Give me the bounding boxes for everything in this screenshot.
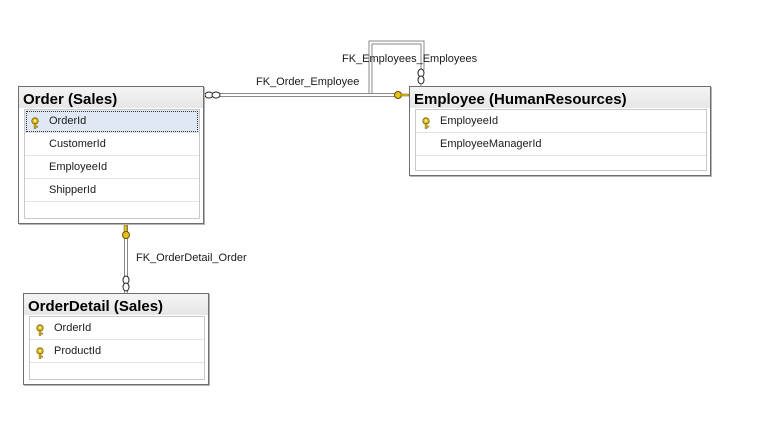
table-orderdetail[interactable]: OrderDetail (Sales) OrderId ProductId [23, 293, 209, 385]
column-row[interactable]: EmployeeManagerId [416, 133, 706, 156]
column-row[interactable]: EmployeeId [416, 110, 706, 133]
primary-key-icon [420, 115, 432, 129]
fk-order-employee-label: FK_Order_Employee [256, 76, 360, 88]
column-row[interactable]: CustomerId [25, 133, 199, 156]
key-end-vertical-icon [122, 224, 130, 239]
connector-orderdetail-order[interactable] [122, 224, 130, 293]
connector-employees-self[interactable] [368, 40, 425, 94]
column-grid: EmployeeId EmployeeManagerId [415, 109, 707, 171]
primary-key-icon [34, 322, 46, 336]
table-order[interactable]: Order (Sales) OrderId CustomerId Employe… [18, 86, 204, 224]
table-title: Order (Sales) [19, 87, 203, 108]
column-grid: OrderId ProductId [29, 316, 205, 380]
many-end-icon [204, 91, 221, 99]
table-employee[interactable]: Employee (HumanResources) EmployeeId Emp… [409, 86, 711, 176]
column-row[interactable]: OrderId [30, 317, 204, 340]
table-title: OrderDetail (Sales) [24, 294, 208, 315]
column-name: EmployeeManagerId [440, 138, 542, 150]
column-row[interactable]: EmployeeId [25, 156, 199, 179]
column-row[interactable]: ShipperId [25, 179, 199, 202]
connector-order-employee[interactable] [204, 91, 410, 99]
fk-orderdetail-order-label: FK_OrderDetail_Order [136, 252, 247, 264]
column-row[interactable]: OrderId [25, 110, 199, 133]
column-name: ProductId [54, 345, 102, 357]
table-title: Employee (HumanResources) [410, 87, 710, 108]
column-row[interactable]: ProductId [30, 340, 204, 363]
column-name: ShipperId [49, 184, 97, 196]
many-end-vertical-icon [122, 275, 130, 292]
column-name: OrderId [49, 115, 87, 127]
column-name: EmployeeId [440, 115, 499, 127]
fk-employees-employees-label: FK_Employees_Employees [342, 53, 478, 65]
key-end-icon [394, 91, 410, 99]
primary-key-icon [29, 115, 41, 129]
column-grid: OrderId CustomerId EmployeeId ShipperId [24, 109, 200, 219]
column-name: CustomerId [49, 138, 106, 150]
column-name: OrderId [54, 322, 92, 334]
column-name: EmployeeId [49, 161, 108, 173]
primary-key-icon [34, 345, 46, 359]
